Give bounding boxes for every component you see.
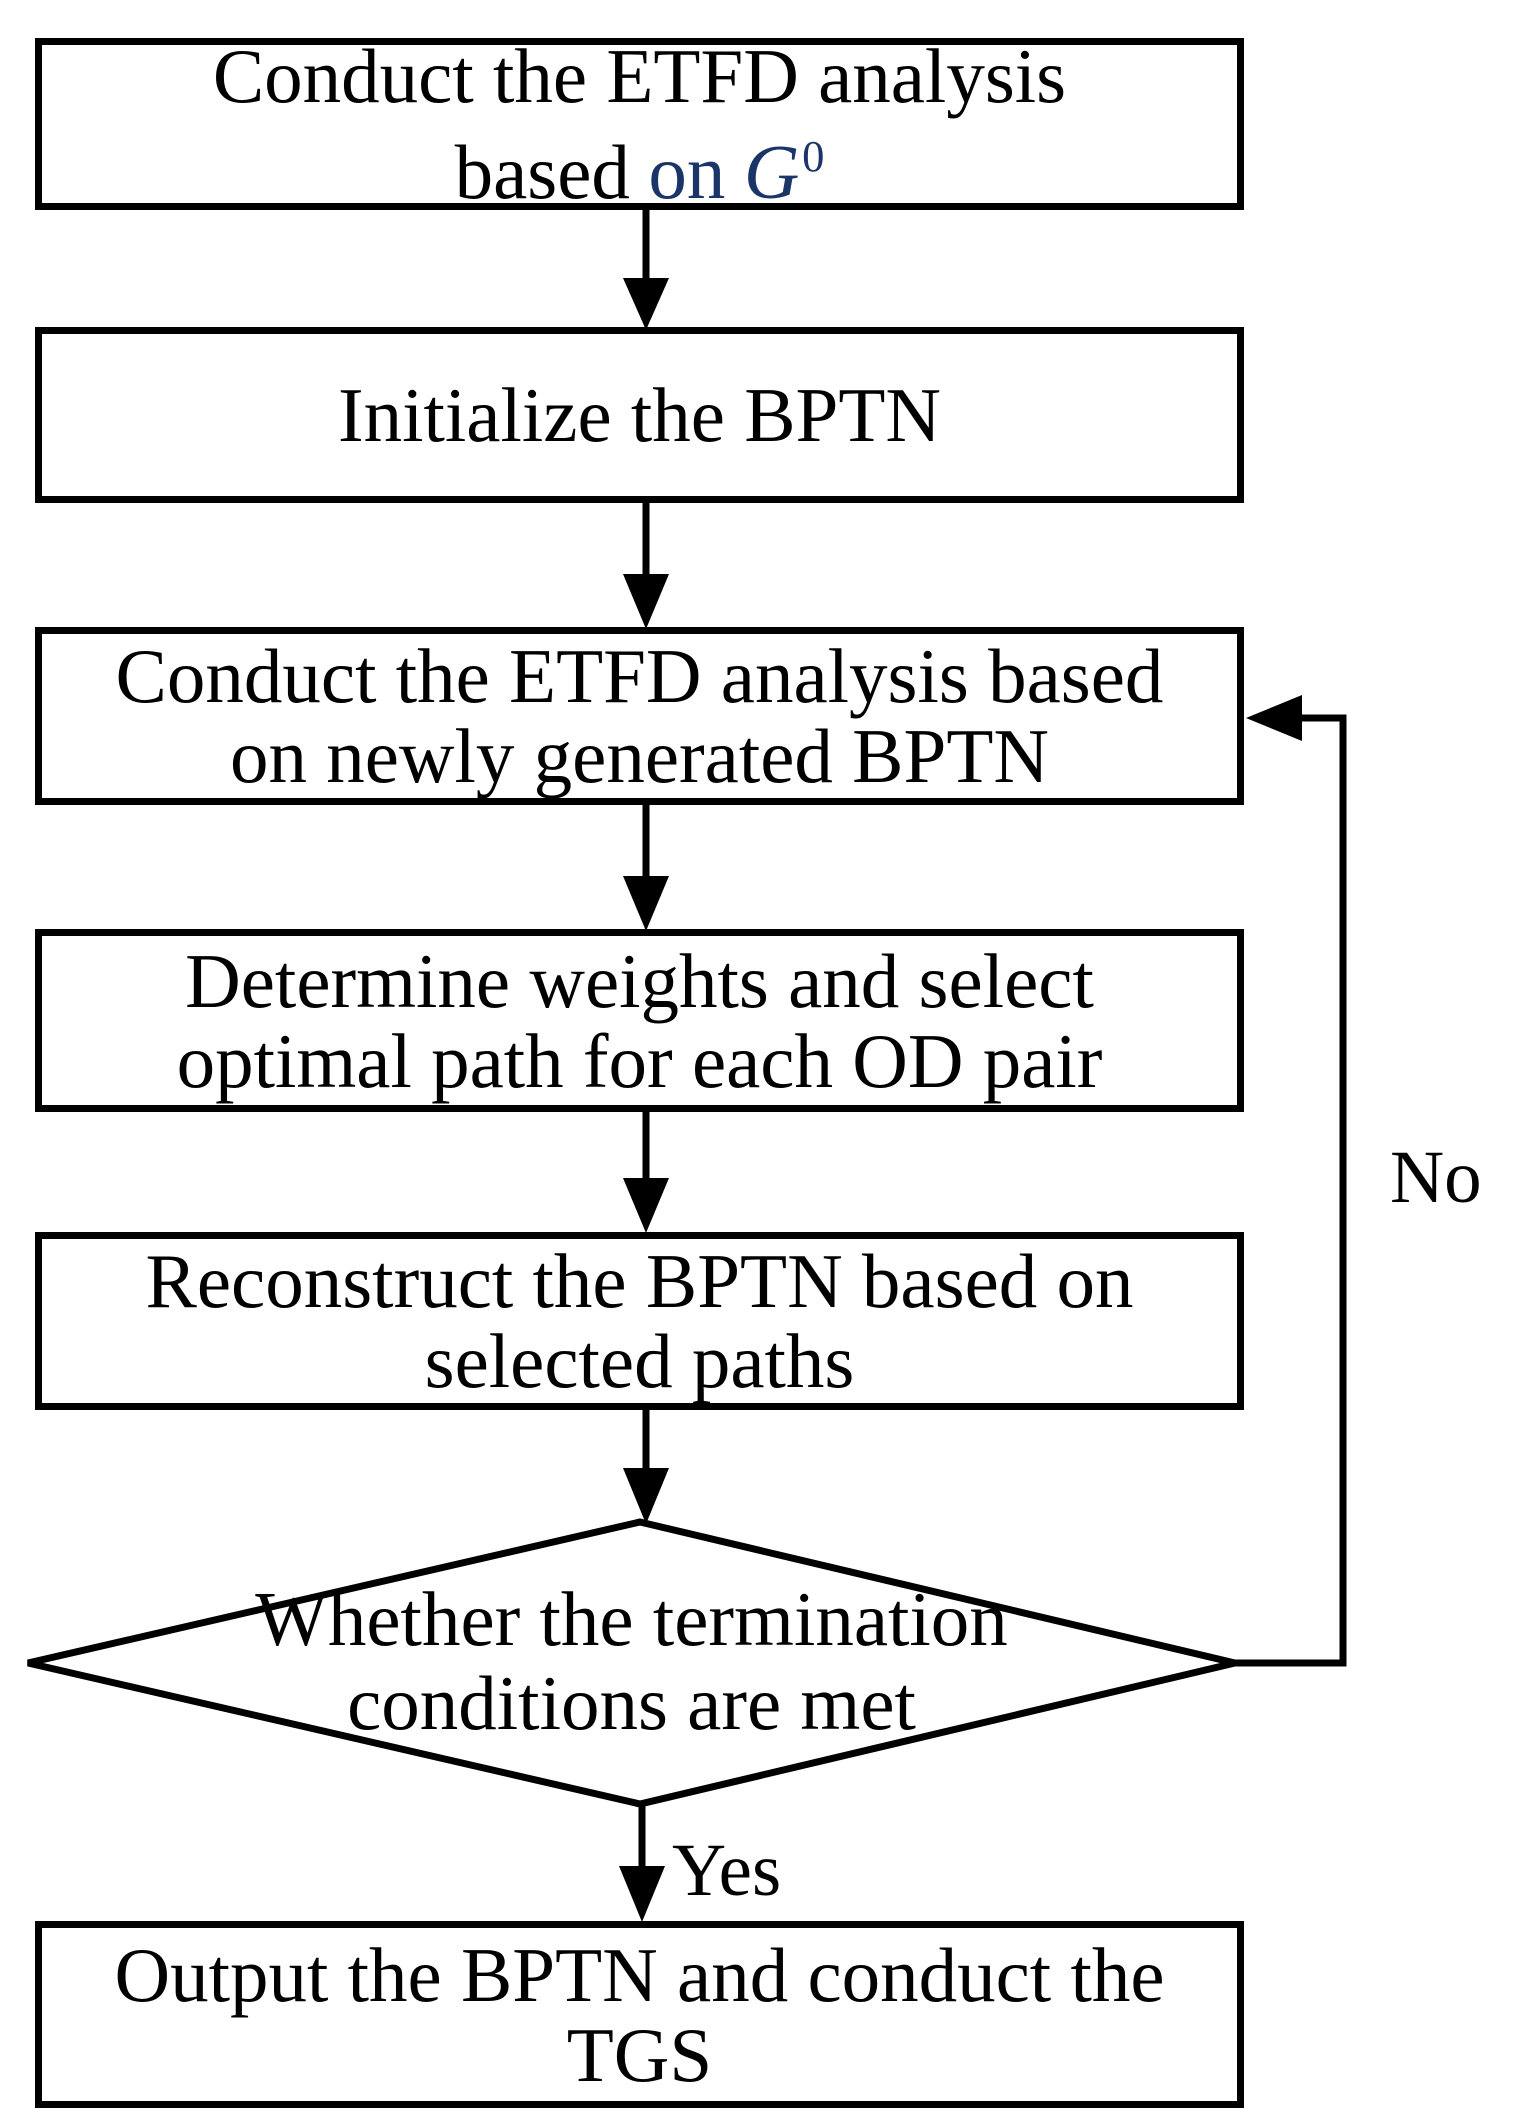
arrow-no-head xyxy=(1246,695,1302,741)
arrow-step3-step4-head xyxy=(623,876,669,931)
arrow-step5-decision-head xyxy=(623,1468,669,1524)
flow-box-text-line: Initialize the BPTN xyxy=(337,372,942,458)
flow-box-initialize-bptn: Initialize the BPTN xyxy=(35,327,1244,503)
decision-text-line: Whether the termination xyxy=(255,1576,1008,1662)
text-on: on xyxy=(648,129,726,216)
flow-box-determine-weights: Determine weights and select optimal pat… xyxy=(35,929,1244,1112)
flow-box-text-line: Output the BPTN and conduct the xyxy=(114,1931,1165,2018)
arrow-step2-step3-head xyxy=(623,574,669,629)
decision-text-line: conditions are met xyxy=(347,1660,916,1746)
flow-box-text-line: Conduct the ETFD analysis xyxy=(212,32,1067,119)
flow-box-text-line: selected paths xyxy=(424,1318,855,1404)
math-g0: G0 xyxy=(744,129,825,215)
label-no: No xyxy=(1390,1136,1482,1219)
flow-box-text-line: Reconstruct the BPTN based on xyxy=(145,1238,1134,1324)
label-yes: Yes xyxy=(672,1829,782,1912)
flow-box-conduct-etfd-new-bptn: Conduct the ETFD analysis based on newly… xyxy=(35,627,1244,805)
flow-box-text-line: optimal path for each OD pair xyxy=(176,1017,1103,1104)
flow-box-text-line: Determine weights and select xyxy=(185,937,1094,1024)
arrow-step1-step2-head xyxy=(623,278,669,330)
flow-box-text-line: on newly generated BPTN xyxy=(230,713,1049,799)
no-loop-line xyxy=(1235,714,1347,1667)
flow-box-text-line: TGS xyxy=(566,2011,713,2098)
math-superscript-0: 0 xyxy=(802,130,825,181)
math-g-symbol: G xyxy=(743,129,800,216)
flow-box-reconstruct-bptn: Reconstruct the BPTN based on selected p… xyxy=(35,1232,1244,1410)
flow-box-output-bptn-tgs: Output the BPTN and conduct the TGS xyxy=(35,1921,1244,2108)
arrow-yes-head xyxy=(619,1866,665,1922)
text-based: based xyxy=(454,129,630,216)
arrow-step4-step5-head xyxy=(623,1178,669,1233)
flow-box-text-line: Conduct the ETFD analysis based xyxy=(115,633,1164,719)
decision-text: Whether the termination conditions are m… xyxy=(28,1577,1235,1745)
